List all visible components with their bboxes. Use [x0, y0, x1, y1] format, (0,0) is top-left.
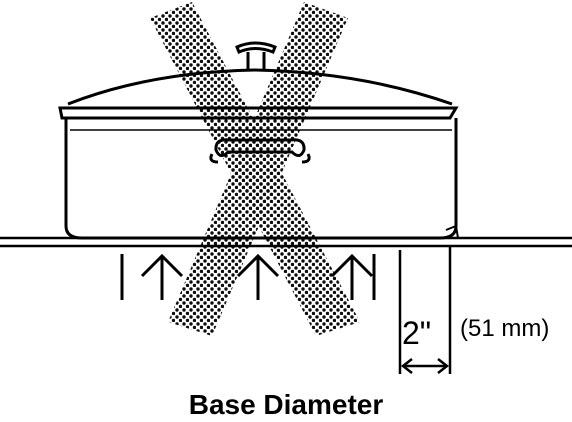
caption: Base Diameter — [189, 389, 384, 420]
dimension-arrow-icon — [400, 246, 450, 374]
pot-lid-icon — [60, 43, 456, 118]
metric-label: (51 mm) — [460, 315, 549, 342]
prohibition-x-icon — [150, 2, 360, 336]
dimension-label: 2" — [402, 315, 431, 351]
